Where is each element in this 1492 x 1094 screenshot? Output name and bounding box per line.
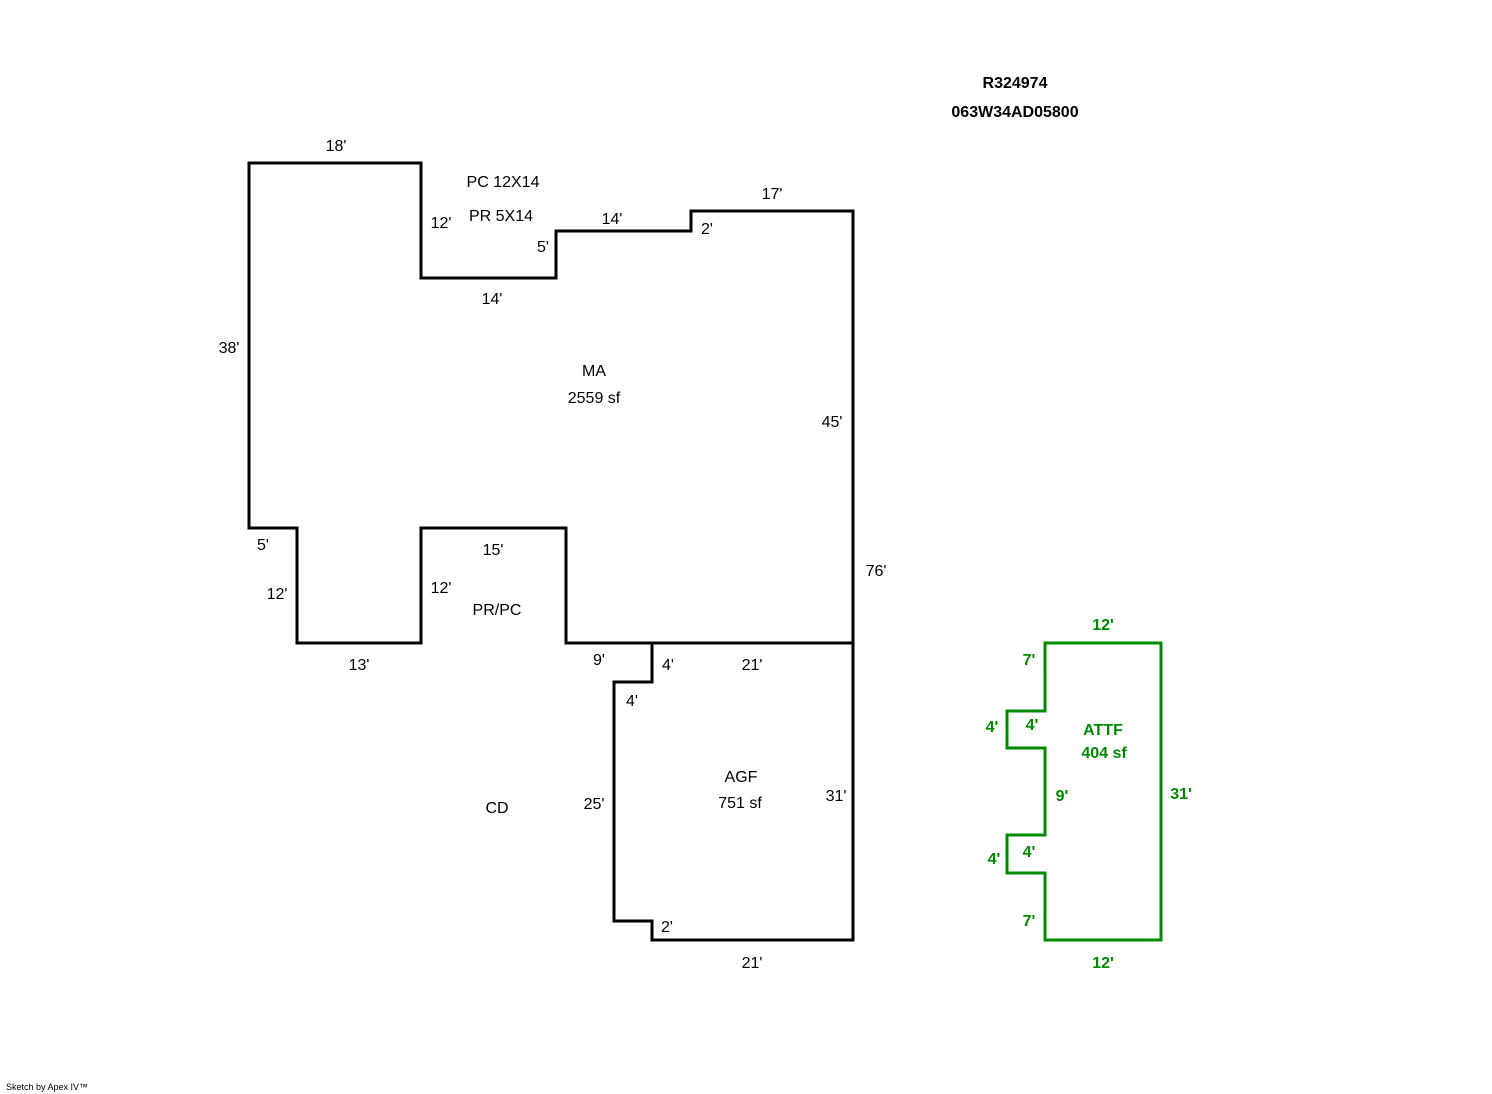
footer-credit: Sketch by Apex IV™ — [6, 1082, 89, 1092]
dimension-label: 76' — [866, 563, 887, 580]
dimension-label: 18' — [326, 138, 347, 155]
dimension-label: 4' — [986, 719, 999, 736]
garage-label: AGF — [725, 769, 758, 786]
cd-note: CD — [485, 800, 508, 817]
garage-outline — [612, 641, 855, 942]
dimension-label: 31' — [826, 788, 847, 805]
garage-labels: AGF 751 sf 4' 21' 4' 25' 31' 2' 21' — [584, 657, 847, 972]
dimension-label: 25' — [584, 796, 605, 813]
dimension-label: 2' — [661, 919, 673, 936]
pc-note: PC 12X14 — [467, 174, 540, 191]
prpc-note: PR/PC — [473, 602, 522, 619]
account-number: R324974 — [983, 75, 1048, 92]
dimension-label: 15' — [483, 542, 504, 559]
dimension-label: 14' — [602, 211, 623, 228]
dimension-label: 9' — [593, 652, 605, 669]
dimension-label: 38' — [219, 340, 240, 357]
main-area-size: 2559 sf — [568, 390, 621, 407]
attf-labels: ATTF 404 sf 12' 7' 4' 4' 9' 31' 4' 4' 7'… — [986, 617, 1192, 972]
dimension-label: 5' — [537, 239, 549, 256]
dimension-label: 4' — [988, 851, 1001, 868]
dimension-label: 4' — [662, 657, 674, 674]
pr-note: PR 5X14 — [469, 208, 533, 225]
dimension-label: 12' — [431, 215, 452, 232]
main-area-labels: MA 2559 sf 18' 12' 14' 5' 14' 2' 17' 45'… — [219, 138, 887, 674]
dimension-label: 2' — [701, 221, 713, 238]
dimension-label: 17' — [762, 186, 783, 203]
dimension-label: 31' — [1170, 786, 1192, 803]
dimension-label: 4' — [1026, 717, 1039, 734]
garage-size: 751 sf — [718, 795, 762, 812]
dimension-label: 12' — [1092, 617, 1114, 634]
dimension-label: 12' — [267, 586, 288, 603]
dimension-label: 21' — [742, 955, 763, 972]
map-tax-lot: 063W34AD05800 — [951, 104, 1078, 121]
main-area-label: MA — [582, 363, 606, 380]
porch-notes: PC 12X14 PR 5X14 PR/PC CD — [467, 174, 540, 817]
dimension-label: 12' — [1092, 955, 1114, 972]
dimension-label: 12' — [431, 580, 452, 597]
attf-size: 404 sf — [1081, 745, 1127, 762]
attf-outline — [1005, 641, 1163, 942]
dimension-label: 45' — [822, 414, 843, 431]
dimension-label: 9' — [1056, 788, 1069, 805]
attf-label: ATTF — [1083, 722, 1123, 739]
dimension-label: 7' — [1023, 913, 1036, 930]
dimension-label: 14' — [482, 291, 503, 308]
dimension-label: 13' — [349, 657, 370, 674]
dimension-label: 5' — [257, 537, 269, 554]
main-area-outline — [247, 161, 855, 645]
dimension-label: 7' — [1023, 652, 1036, 669]
dimension-label: 4' — [1023, 844, 1036, 861]
dimension-label: 21' — [742, 657, 763, 674]
dimension-label: 4' — [626, 693, 638, 710]
